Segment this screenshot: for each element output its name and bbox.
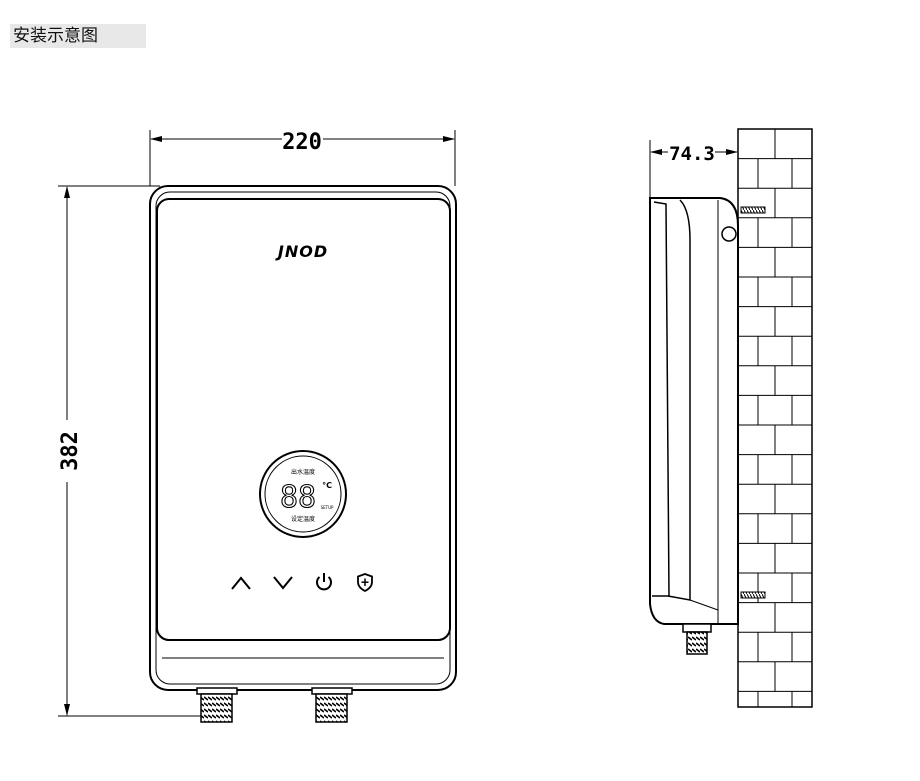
display-top-label: 出水温度 [291, 468, 315, 476]
front-view: 220 382 JNOD 出水温度 88 °C SETUP 设定温度 [58, 130, 457, 723]
depth-dimension-label: 74.3 [669, 143, 715, 165]
height-dimension: 382 [58, 185, 210, 717]
wall-bolt-bottom [740, 591, 766, 599]
shield-button[interactable] [357, 573, 373, 593]
height-dimension-label: 382 [58, 431, 83, 471]
glass-panel [156, 198, 451, 641]
temperature-display: 出水温度 88 °C SETUP 设定温度 [259, 450, 347, 538]
chevron-up-icon [231, 576, 251, 590]
width-dimension: 220 [149, 130, 456, 186]
brick-wall [737, 128, 813, 708]
up-button[interactable] [231, 576, 251, 590]
mounting-bracket [721, 226, 737, 242]
brand-logo: JNOD [275, 242, 328, 261]
power-button[interactable] [316, 573, 332, 591]
width-dimension-label: 220 [282, 130, 322, 155]
depth-dimension: 74.3 [649, 140, 738, 202]
shield-plus-icon [357, 573, 373, 593]
diagram-title: 安装示意图 [10, 24, 146, 48]
inlet-connector-left [196, 687, 238, 723]
display-digits: 88 [280, 480, 316, 515]
down-button[interactable] [273, 576, 293, 590]
side-connector [682, 623, 712, 655]
display-unit: °C [322, 481, 332, 490]
chevron-down-icon [273, 576, 293, 590]
display-side-label: SETUP [321, 505, 334, 510]
outlet-connector-right [311, 687, 353, 723]
heater-side-profile [649, 197, 739, 625]
power-icon [316, 573, 332, 591]
wall-bolt-top [740, 206, 766, 214]
side-view: 74.3 [649, 128, 813, 708]
display-bottom-label: 设定温度 [291, 515, 315, 523]
heater-housing [149, 185, 457, 691]
